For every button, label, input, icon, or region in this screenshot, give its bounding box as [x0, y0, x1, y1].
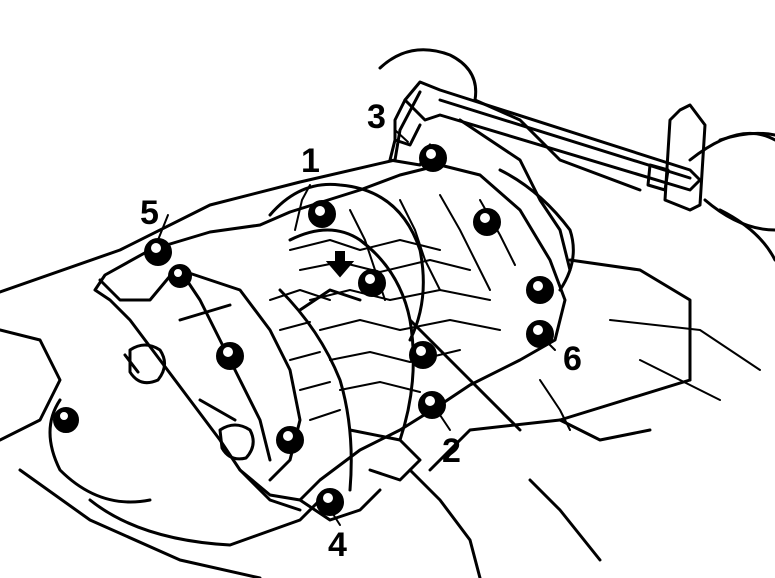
leader-lines [157, 129, 556, 526]
bolts [53, 144, 554, 516]
bolt-1 [308, 200, 336, 228]
label-2: 2 [442, 432, 461, 470]
label-4: 4 [328, 526, 347, 564]
label-6: 6 [563, 340, 582, 378]
bolt-3 [419, 144, 447, 172]
bolt-4 [316, 488, 344, 516]
sequence-labels: 1 2 3 4 5 6 [140, 98, 582, 564]
label-3: 3 [367, 98, 386, 136]
label-1: 1 [301, 142, 320, 180]
bolt-extra [53, 208, 554, 454]
bolt-2 [418, 391, 446, 419]
bolt-5 [144, 238, 172, 266]
label-5: 5 [140, 194, 159, 232]
down-arrow-icon [325, 251, 355, 278]
surrounding-casing [0, 48, 775, 578]
